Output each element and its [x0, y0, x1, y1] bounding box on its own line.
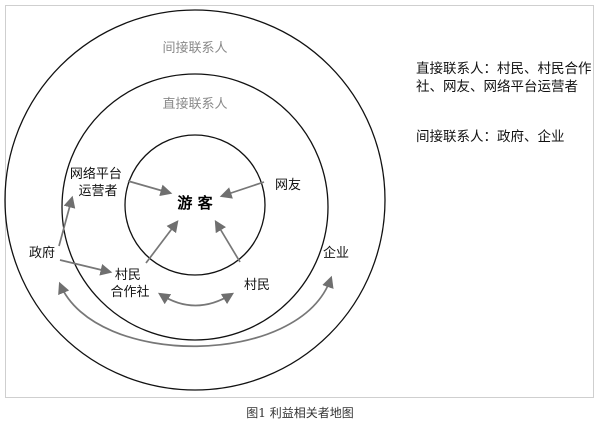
cooperative-line2: 合作社 [110, 284, 149, 300]
outer-ring [4, 9, 386, 391]
platform-operator-label: 网络平台 运营者 [70, 166, 126, 199]
platform-operator-line2: 运营者 [78, 184, 117, 199]
middle-ring [61, 73, 329, 341]
figure-caption: 图1 利益相关者地图 [246, 406, 354, 420]
arrow-platform-to-tourist [127, 180, 173, 197]
legend-direct: 直接联系人：村民、村民合作社、网友、网络平台运营者 [416, 61, 592, 95]
arrow-cooperative-villager-both [158, 292, 235, 307]
arrow-government-to-cooperative [59, 259, 113, 276]
enterprise-label: 企业 [323, 245, 349, 261]
cooperative-label: 村民 合作社 [110, 268, 149, 300]
tourist-label: 游 客 [177, 194, 213, 212]
middle-ring-label: 直接联系人 [162, 96, 227, 112]
netizen-label: 网友 [275, 177, 301, 193]
arrow-netizen-to-tourist [219, 181, 265, 199]
villager-label: 村民 [244, 278, 270, 293]
platform-operator-line1: 网络平台 [70, 166, 122, 182]
arrow-government-enterprise-both [58, 275, 334, 348]
inner-ring [124, 134, 266, 276]
cooperative-line1: 村民 [115, 268, 141, 283]
arrow-government-to-platform [58, 195, 76, 247]
legend-indirect: 间接联系人：政府、企业 [416, 129, 565, 145]
outer-ring-label: 间接联系人 [162, 40, 227, 56]
figure-frame [5, 5, 594, 398]
arrow-cooperative-to-tourist [145, 220, 179, 264]
arrow-villager-to-tourist [214, 219, 241, 263]
government-label: 政府 [29, 246, 55, 261]
